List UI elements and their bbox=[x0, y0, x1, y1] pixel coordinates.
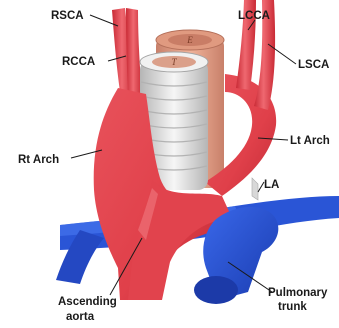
right-common-carotid-artery bbox=[126, 8, 142, 96]
label-lsca: LSCA bbox=[298, 59, 329, 71]
label-rt-arch: Rt Arch bbox=[18, 154, 59, 166]
label-lcca: LCCA bbox=[238, 10, 270, 22]
label-rsca: RSCA bbox=[51, 10, 84, 22]
label-la: LA bbox=[264, 179, 279, 191]
label-rcca: RCCA bbox=[62, 56, 95, 68]
label-ascending-aorta-line1: Ascending bbox=[58, 296, 117, 308]
label-pulmonary-trunk-line1: Pulmonary bbox=[268, 287, 328, 299]
ligamentum-arteriosum bbox=[252, 178, 258, 200]
svg-text:E: E bbox=[186, 35, 193, 45]
label-ascending-aorta-line2: aorta bbox=[66, 311, 95, 323]
label-lt-arch: Lt Arch bbox=[290, 135, 330, 147]
label-pulmonary-trunk-line2: trunk bbox=[278, 301, 307, 313]
